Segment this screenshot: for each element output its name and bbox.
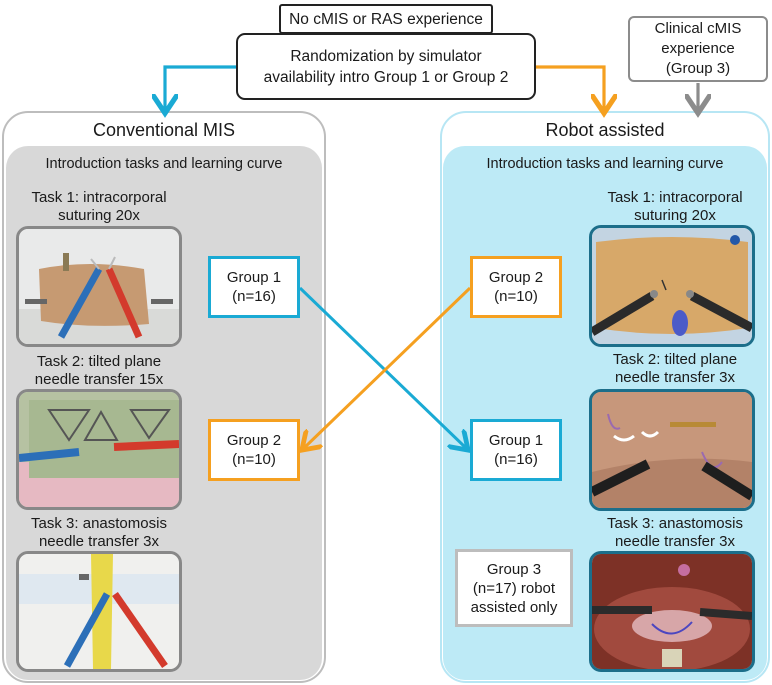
right-task3-line-1: Task 3: anastomosis <box>607 515 743 532</box>
group2-right-name: Group 2 <box>488 269 544 286</box>
left-task3-image <box>16 551 182 672</box>
right-task2-line-1: Task 2: tilted plane <box>612 351 738 368</box>
group3-line-2: (n=17) robot <box>472 579 556 597</box>
group2-right-n: (n=10) <box>494 288 538 305</box>
group2-left-box: Group 2 (n=10) <box>208 419 300 481</box>
group2-right-box: Group 2 (n=10) <box>470 256 562 318</box>
group3-line-1: Group 3 <box>486 560 542 578</box>
clinical-line-1: Clinical cMIS <box>654 20 742 37</box>
group3-line-3: assisted only <box>470 598 558 616</box>
right-task1-line-1: Task 1: intracorporal <box>607 189 743 206</box>
left-task3-line-1: Task 3: anastomosis <box>31 515 167 532</box>
group2-left-name: Group 2 <box>226 432 282 449</box>
group1-right-box: Group 1 (n=16) <box>470 419 562 481</box>
right-task1-line-2: suturing 20x <box>634 207 716 224</box>
right-task3-label: Task 3: anastomosis needle transfer 3x <box>590 515 760 551</box>
arrow-group1-crossover <box>298 286 466 448</box>
clinical-cmis-box: Clinical cMIS experience (Group 3) <box>628 16 768 82</box>
right-task3-line-2: needle transfer 3x <box>614 533 736 550</box>
clinical-line-3: (Group 3) <box>665 60 731 77</box>
right-task2-label: Task 2: tilted plane needle transfer 3x <box>590 351 760 387</box>
left-task1-line-2: suturing 20x <box>58 207 140 224</box>
left-task2-line-2: needle transfer 15x <box>34 371 164 388</box>
no-experience-label: No cMIS or RAS experience <box>289 10 483 28</box>
arrow-group2-crossover <box>304 286 472 448</box>
right-task1-image <box>589 225 755 347</box>
conventional-mis-subtitle: Introduction tasks and learning curve <box>45 156 283 172</box>
right-task2-line-2: needle transfer 3x <box>614 369 736 386</box>
left-task1-label: Task 1: intracorporal suturing 20x <box>14 189 184 225</box>
left-task3-line-2: needle transfer 3x <box>38 533 160 550</box>
group1-right-name: Group 1 <box>488 432 544 449</box>
arrow-to-conventional <box>165 65 236 110</box>
group2-left-n: (n=10) <box>232 451 276 468</box>
conventional-mis-title: Conventional MIS <box>92 120 236 140</box>
no-experience-box: No cMIS or RAS experience <box>279 4 493 34</box>
left-task3-label: Task 3: anastomosis needle transfer 3x <box>14 515 184 551</box>
left-task2-image <box>16 389 182 510</box>
group1-left-name: Group 1 <box>226 269 282 286</box>
robot-assisted-title: Robot assisted <box>545 120 665 140</box>
robot-assisted-subtitle: Introduction tasks and learning curve <box>486 156 724 172</box>
right-task1-label: Task 1: intracorporal suturing 20x <box>590 189 760 225</box>
randomization-line-1: Randomization by simulator <box>290 47 482 65</box>
clinical-line-2: experience <box>661 40 735 57</box>
group1-left-n: (n=16) <box>232 288 276 305</box>
right-task2-image <box>589 389 755 511</box>
randomization-box: Randomization by simulator availability … <box>236 33 536 100</box>
left-task2-line-1: Task 2: tilted plane <box>36 353 162 370</box>
randomization-line-2: availability intro Group 1 or Group 2 <box>263 68 509 86</box>
right-task3-image <box>589 551 755 672</box>
left-task1-image <box>16 226 182 347</box>
group3-box: Group 3 (n=17) robot assisted only <box>455 549 573 627</box>
group1-left-box: Group 1 (n=16) <box>208 256 300 318</box>
left-task1-line-1: Task 1: intracorporal <box>31 189 167 206</box>
left-task2-label: Task 2: tilted plane needle transfer 15x <box>14 353 184 389</box>
group1-right-n: (n=16) <box>494 451 538 468</box>
arrow-to-robot <box>536 65 604 110</box>
